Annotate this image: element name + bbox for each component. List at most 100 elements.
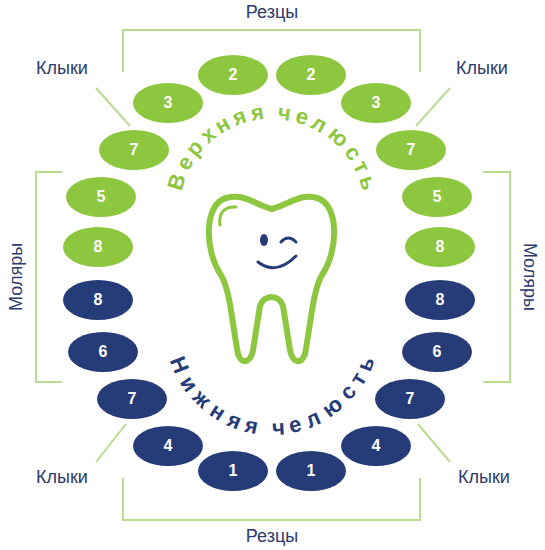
tooth-fill: [402, 332, 472, 372]
tooth-oval: 8: [404, 226, 476, 268]
jaw-title-letter: ь: [355, 174, 380, 193]
jaw-title-letter: н: [206, 399, 229, 425]
tooth-oval: 7: [98, 129, 170, 171]
jaw-title-letter: Н: [166, 354, 192, 377]
group-label: Клыки: [458, 468, 510, 488]
tooth-fill: [198, 55, 268, 95]
tooth-fill: [99, 130, 169, 170]
tooth-outline: [209, 197, 334, 362]
tooth-oval: 8: [62, 279, 134, 321]
tooth-number: 8: [404, 279, 476, 321]
tooth-eye: [260, 234, 268, 246]
tooth-oval: 3: [340, 82, 412, 124]
tooth-illustration: [209, 197, 334, 362]
tooth-oval: 7: [96, 378, 168, 420]
tooth-oval: 6: [401, 331, 473, 373]
tooth-fill: [133, 83, 203, 123]
tooth-fill: [402, 177, 472, 217]
tooth-number: 7: [96, 378, 168, 420]
jaw-title-letter: я: [230, 105, 249, 130]
jaw-title-letter: е: [293, 104, 311, 129]
tooth-fill: [198, 451, 268, 491]
tooth-oval: 8: [404, 279, 476, 321]
tooth-number: 5: [401, 176, 473, 218]
jaw-title-letter: ч: [277, 101, 292, 124]
tooth-number: 8: [62, 279, 134, 321]
jaw-title-letter: я: [250, 101, 266, 125]
group-label: Клыки: [36, 468, 88, 488]
tooth-fill: [63, 227, 133, 267]
tooth-fill: [97, 379, 167, 419]
tooth-fill: [63, 280, 133, 320]
tooth-fill: [375, 379, 445, 419]
tooth-fill: [276, 451, 346, 491]
tooth-number: 7: [374, 378, 446, 420]
tooth-number: 3: [132, 82, 204, 124]
jaw-title-letter: я: [224, 408, 244, 433]
tooth-fill: [341, 426, 411, 466]
tooth-oval: 1: [275, 450, 347, 492]
tooth-oval: 2: [275, 54, 347, 96]
tooth-oval: 7: [374, 378, 446, 420]
tooth-smile: [258, 256, 296, 268]
tooth-fill: [66, 177, 136, 217]
jaw-title-letter: е: [287, 413, 304, 437]
tooth-fill: [341, 83, 411, 123]
group-label: Клыки: [456, 59, 508, 79]
leader-line: [96, 88, 130, 126]
jaw-title-letter: [261, 417, 269, 439]
tooth-fill: [405, 280, 475, 320]
group-label: Клыки: [36, 59, 88, 79]
tooth-number: 1: [275, 450, 347, 492]
jaw-title-letter: [268, 101, 274, 123]
leader-line: [416, 88, 450, 126]
group-label-vertical: Моляры: [519, 243, 539, 311]
tooth-fill: [405, 227, 475, 267]
tooth-number: 2: [275, 54, 347, 96]
jaw-title-letter: ю: [319, 393, 347, 422]
tooth-oval: 7: [375, 129, 447, 171]
tooth-fill: [68, 332, 138, 372]
tooth-oval: 4: [132, 425, 204, 467]
group-label: Резцы: [246, 3, 298, 23]
tooth-highlight: [220, 207, 236, 225]
tooth-number: 8: [404, 226, 476, 268]
tooth-oval: 2: [197, 54, 269, 96]
tooth-fill: [276, 55, 346, 95]
tooth-fill: [376, 130, 446, 170]
jaw-title-letter: я: [243, 414, 260, 438]
tooth-number: 8: [62, 226, 134, 268]
tooth-oval: 6: [67, 331, 139, 373]
tooth-number: 1: [197, 450, 269, 492]
jaw-title-letter: л: [302, 406, 324, 432]
tooth-fill: [133, 426, 203, 466]
molar-bracket: [36, 172, 62, 382]
tooth-number: 7: [98, 129, 170, 171]
tooth-number: 6: [401, 331, 473, 373]
tooth-number: 5: [65, 176, 137, 218]
tooth-number: 6: [67, 331, 139, 373]
group-label: Резцы: [246, 527, 298, 547]
tooth-oval: 1: [197, 450, 269, 492]
tooth-oval: 5: [65, 176, 137, 218]
leader-line: [418, 424, 450, 462]
molar-bracket: [483, 172, 510, 382]
tooth-number: 7: [375, 129, 447, 171]
tooth-number: 2: [197, 54, 269, 96]
tooth-oval: 8: [62, 226, 134, 268]
tooth-oval: 5: [401, 176, 473, 218]
brackets: [36, 30, 510, 520]
jaw-title-letter: В: [164, 171, 190, 193]
tooth-number: 3: [340, 82, 412, 124]
tooth-wink: [281, 238, 296, 242]
leader-line: [96, 424, 126, 462]
jaw-title-letter: ч: [271, 416, 285, 439]
jaw-title-letter: ю: [324, 122, 353, 151]
group-label-vertical: Моляры: [7, 243, 27, 311]
tooth-oval: 4: [340, 425, 412, 467]
tooth-number: 4: [340, 425, 412, 467]
incisor-bracket: [123, 30, 420, 72]
tooth-number: 4: [132, 425, 204, 467]
tooth-oval: 3: [132, 82, 204, 124]
incisor-bracket: [123, 478, 420, 520]
